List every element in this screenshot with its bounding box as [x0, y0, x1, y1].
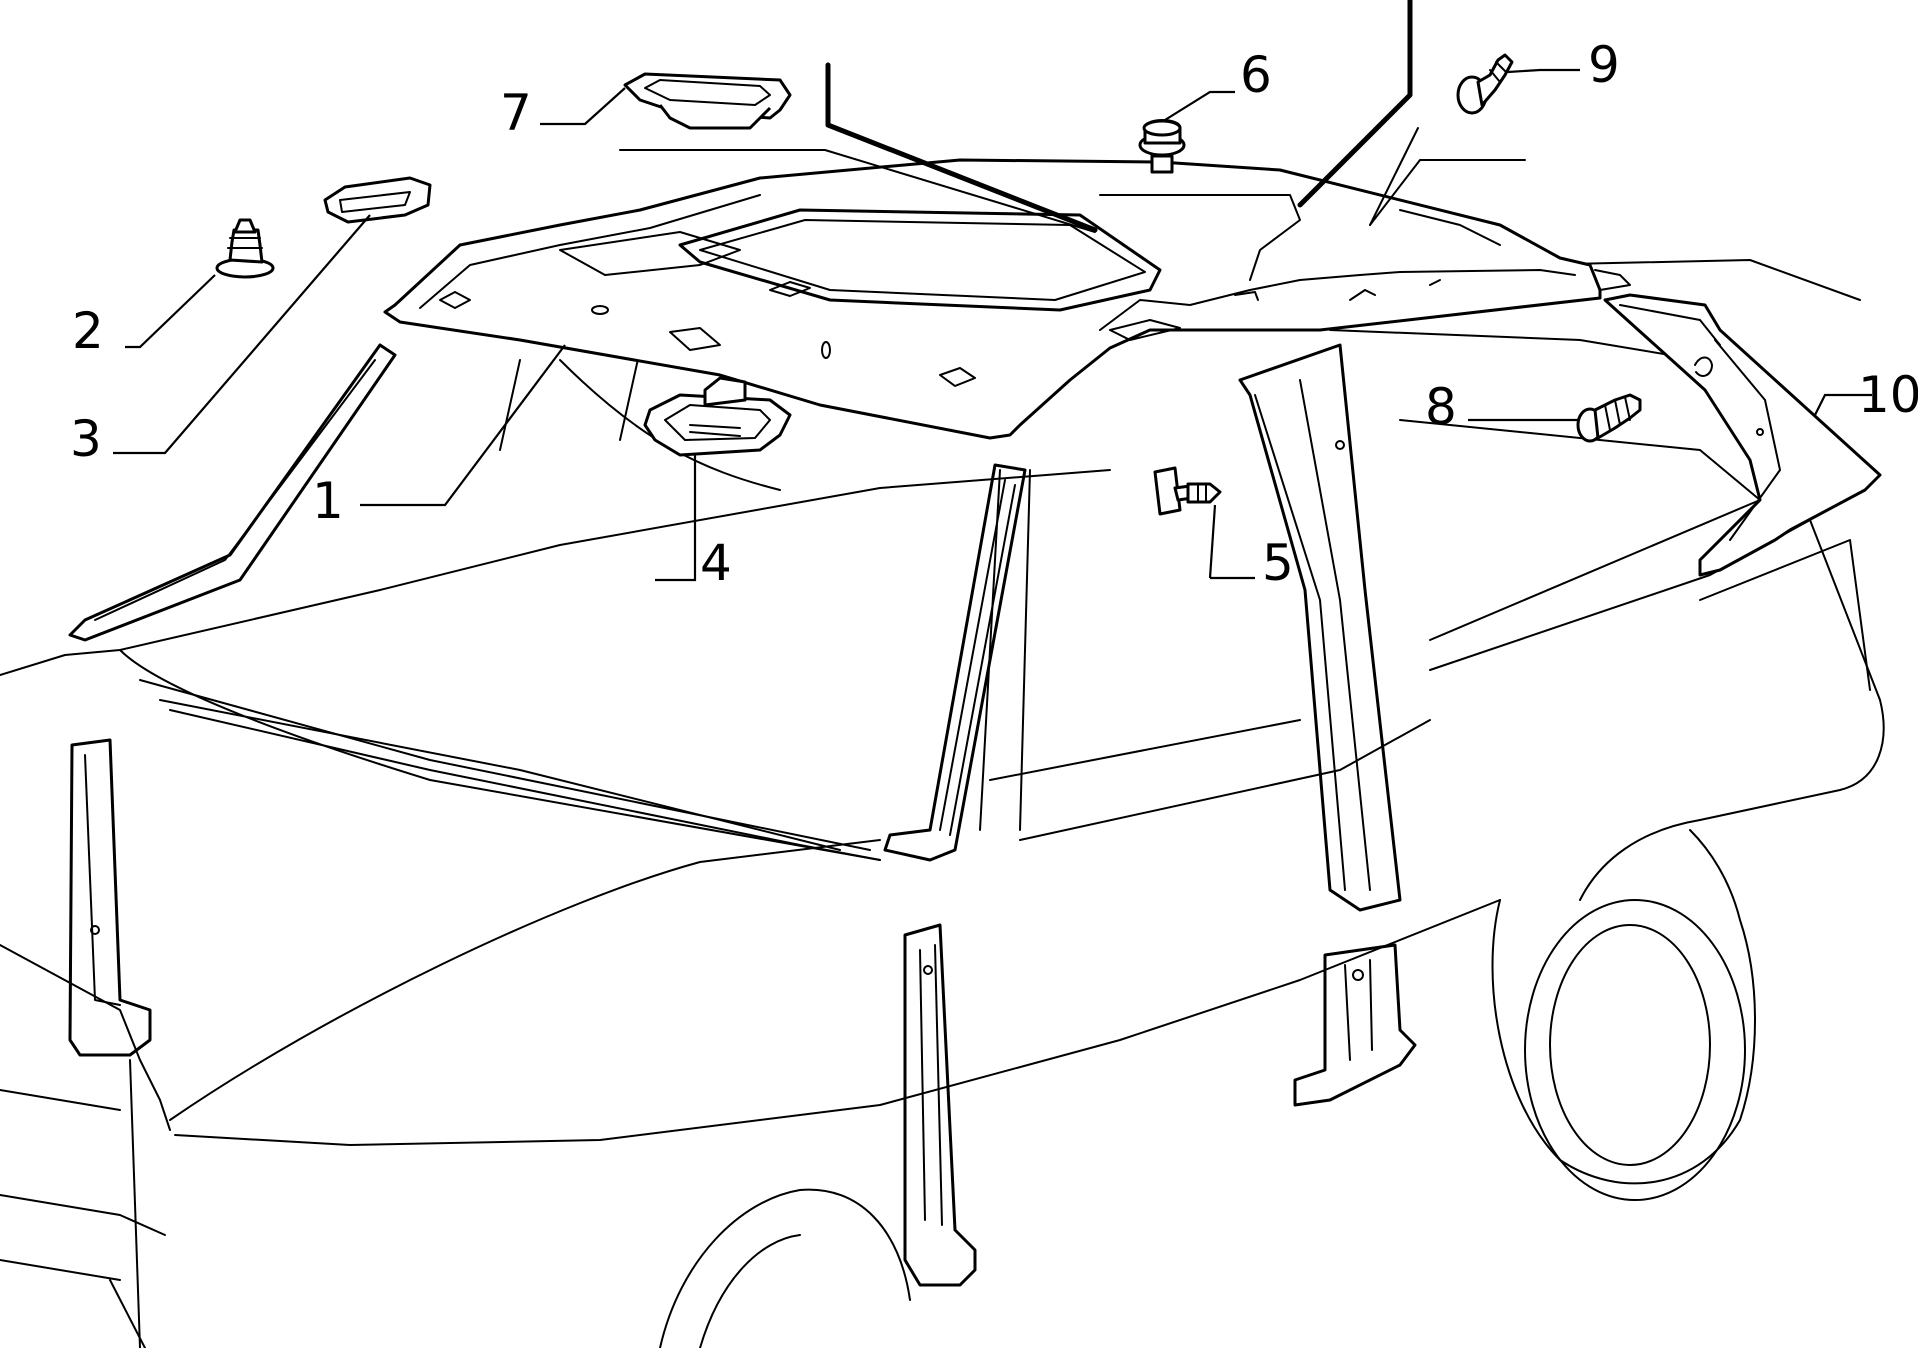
- handle-part-7: [623, 72, 792, 130]
- callout-9: 9: [1588, 36, 1620, 94]
- leader-lines: [113, 0, 1872, 582]
- c-pillar-trim: [1238, 343, 1402, 912]
- callout-7: 7: [500, 84, 532, 142]
- interior-lamp-part-4: [643, 376, 792, 457]
- callout-6: 6: [1240, 46, 1272, 104]
- rear-quarter-trim-part-10: [1603, 293, 1882, 577]
- callout-5: 5: [1262, 534, 1294, 592]
- clip-part-5: [1153, 466, 1222, 516]
- b-pillar-lower-trim: [903, 923, 977, 1287]
- callout-2: 2: [72, 302, 104, 360]
- a-pillar-trim: [68, 343, 397, 642]
- callout-4: 4: [700, 534, 732, 592]
- callout-1: 1: [312, 472, 344, 530]
- callout-3: 3: [70, 410, 102, 468]
- push-clip-part-8: [1576, 393, 1642, 443]
- c-pillar-lower-trim: [1293, 943, 1417, 1107]
- clip-part-2: [215, 218, 275, 279]
- rivet-part-9: [1456, 53, 1514, 115]
- grommet-part-6: [1138, 119, 1186, 174]
- callout-8: 8: [1425, 378, 1457, 436]
- callout-10: 10: [1858, 366, 1918, 424]
- cover-part-3: [323, 176, 432, 224]
- lower-front-pillar-trim: [68, 738, 152, 1057]
- b-pillar-upper-trim: [883, 463, 1027, 862]
